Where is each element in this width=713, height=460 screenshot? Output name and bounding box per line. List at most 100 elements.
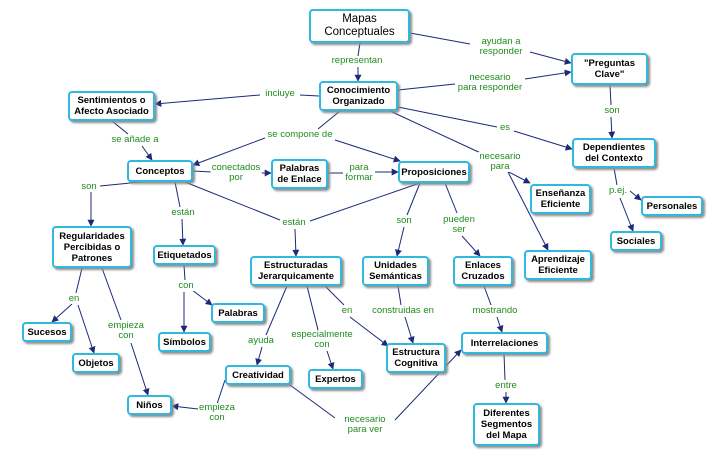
label-representan: representan [330,55,384,66]
label-estan-estructuradas: están [281,217,307,228]
edge-unidades-construidas [397,285,402,306]
label-se-anade-a: se añade a [110,134,160,145]
edge-proposiciones-pueden [444,182,458,214]
node-ensenanza-eficiente[interactable]: Enseñanza Eficiente [530,184,591,214]
edge-sea-conceptos [141,145,153,161]
edge-conceptos-estan2 [184,181,281,221]
node-regularidades[interactable]: Regularidades Percibidas o Patrones [52,226,132,268]
label-en-estructuradas: en [340,305,354,316]
edge-especial-expertos [326,350,335,370]
edge-mapas-ayudan [409,32,471,45]
edge-creatividad-necver [289,384,336,419]
edge-creatividad-empieza2 [216,379,226,405]
label-entre: entre [494,380,518,391]
edge-necesario-preguntas [524,69,572,80]
label-estan-etiquetados: están [170,207,196,218]
edge-conocimiento-es [397,106,498,128]
node-personales[interactable]: Personales [641,196,703,216]
edge-con-palabras [191,289,213,306]
edge-estan-etiquetados [179,218,187,246]
node-mapas-conceptuales[interactable]: Mapas Conceptuales [309,9,410,43]
edge-son-unidades [395,226,405,257]
node-simbolos[interactable]: Símbolos [158,332,211,352]
node-interrelaciones[interactable]: Interrelaciones [461,332,548,354]
edge-secompone-conceptos [192,137,266,167]
edge-interrelaciones-entre [503,353,506,381]
edge-en-sucesos [51,303,73,323]
label-son-conceptos: son [80,181,98,192]
edge-necpara-aprendizaje [507,171,549,251]
node-enlaces-cruzados[interactable]: Enlaces Cruzados [453,256,513,286]
label-son-preguntas: son [603,105,621,116]
node-proposiciones[interactable]: Proposiciones [398,161,470,183]
label-empieza-con: empieza con [107,320,145,341]
edge-en-objetos [77,304,96,354]
edge-son-dependientes [608,116,616,139]
edge-conocimiento-incluye [299,94,320,97]
node-ninos[interactable]: Niños [127,395,172,415]
edge-empieza2-ninos [171,403,199,411]
edge-regularidades-en [75,267,83,294]
edge-proposiciones-estan2 [309,182,421,222]
edge-necpara-ensenanza [504,169,531,184]
edge-regularidades-empieza [101,267,122,321]
label-es: es [498,122,512,133]
edge-conocimiento-necesario [397,83,456,91]
node-estructuradas[interactable]: Estructuradas Jerarquicamente [250,256,342,286]
node-objetos[interactable]: Objetos [72,353,120,373]
edge-etiquetados-con [183,264,186,281]
edge-pueden-enlaces [461,235,481,257]
edge-empieza-ninos [130,342,150,396]
node-conceptos[interactable]: Conceptos [127,160,193,182]
edge-conceptos-son [99,181,141,187]
node-dependientes-contexto[interactable]: Dependientes del Contexto [572,138,656,168]
label-ayuda: ayuda [247,335,275,346]
edge-conocimiento-necpara [389,110,486,156]
label-necesario-para-ver: necesario para ver [343,414,387,435]
label-pueden-ser: pueden ser [442,214,476,235]
edge-es-dependientes [513,130,573,151]
edge-pej-sociales [619,197,634,232]
edge-preguntas-son [609,84,612,106]
node-conocimiento-organizado[interactable]: Conocimiento Organizado [319,81,398,111]
label-pej: p.ej. [608,185,628,196]
node-aprendizaje-eficiente[interactable]: Aprendizaje Eficiente [524,250,592,280]
node-expertos[interactable]: Expertos [308,369,363,389]
label-en-regularidades: en [67,293,81,304]
label-con: con [177,280,195,291]
label-para-formar: para formar [344,162,374,183]
node-creatividad[interactable]: Creatividad [225,365,291,385]
label-necesario-para: necesario para [478,151,522,172]
edge-conceptos-conectados [192,170,213,173]
edge-mapas-representan [357,42,361,57]
edge-incluye-sentimientos [154,94,261,107]
label-mostrando: mostrando [471,305,519,316]
node-diferentes-segmentos[interactable]: Diferentes Segmentos del Mapa [473,403,540,446]
node-sentimientos[interactable]: Sentimientos o Afecto Asociado [68,91,155,121]
node-unidades-semanticas[interactable]: Unidades Semánticas [362,256,429,286]
node-etiquetados[interactable]: Etiquetados [153,245,216,265]
label-especialmente-con: especialmente con [290,329,354,350]
node-sucesos[interactable]: Sucesos [22,322,72,342]
node-estructura-cognitiva[interactable]: Estructura Cognitiva [386,343,446,373]
node-preguntas-clave[interactable]: "Preguntas Clave" [571,53,648,85]
label-se-compone-de: se compone de [266,129,334,140]
edge-pej-personales [629,190,642,201]
edge-estructuradas-en [324,285,345,306]
node-palabras[interactable]: Palabras [211,303,265,323]
edge-estructuradas-ayuda [265,285,288,336]
edge-sentimientos-sea [111,120,129,135]
label-empieza-con-2: empieza con [198,402,236,423]
node-palabras-enlace[interactable]: Palabras de Enlace [271,159,328,189]
edge-estructuradas-especial [306,285,319,331]
label-conectados-por: conectados por [210,162,262,183]
edge-construidas-estructura [404,316,415,344]
edge-ayuda-creatividad [255,346,263,366]
label-ayudan-a-responder: ayudan a responder [478,36,524,57]
label-construidas-en: construidas en [371,305,435,316]
node-sociales[interactable]: Sociales [610,231,662,251]
edge-mostrando-interrelaciones [496,316,504,333]
label-necesario-para-responder: necesario para responder [456,72,524,93]
edge-enlaces-mostrando [483,285,492,306]
